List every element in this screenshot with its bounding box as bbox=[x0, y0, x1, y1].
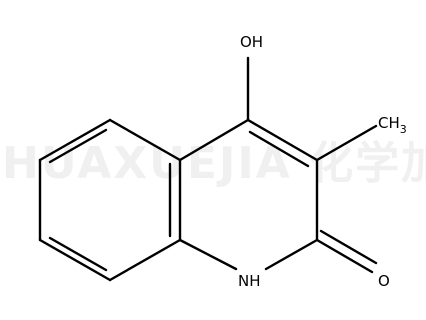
double-bond-c2-o-a bbox=[315, 238, 374, 274]
carbonyl-oxygen-label: O bbox=[378, 272, 390, 290]
bond-c2-n1 bbox=[264, 238, 319, 271]
bond-c4a-c4 bbox=[178, 118, 250, 162]
double-bond-c7-c8-inner bbox=[48, 236, 108, 272]
bond-c3-methyl bbox=[315, 124, 378, 162]
methyl-subscript: 3 bbox=[400, 123, 407, 136]
watermark-text: HUAXUEJIA 化学加 bbox=[2, 138, 426, 189]
methyl-main-text: CH bbox=[378, 114, 400, 132]
bond-c4a-c5 bbox=[108, 118, 182, 162]
bond-n1-c8a bbox=[178, 238, 238, 271]
double-bond-c5-c6-inner bbox=[48, 128, 108, 164]
pyridinone-ring bbox=[178, 118, 319, 271]
double-bond-c2-o-b bbox=[319, 229, 378, 265]
bond-c7-c8 bbox=[38, 238, 112, 282]
nitrogen-label: NH bbox=[238, 272, 261, 290]
bond-c8-c8a bbox=[108, 238, 182, 282]
hydroxyl-label: OH bbox=[240, 33, 263, 51]
methyl-label: CH3 bbox=[378, 114, 407, 136]
double-bond-c4-c3-inner bbox=[248, 130, 310, 168]
bond-c5-c6 bbox=[38, 118, 112, 162]
benzene-ring bbox=[38, 118, 182, 282]
substituents bbox=[246, 56, 378, 274]
bond-c4-c3 bbox=[246, 118, 319, 162]
